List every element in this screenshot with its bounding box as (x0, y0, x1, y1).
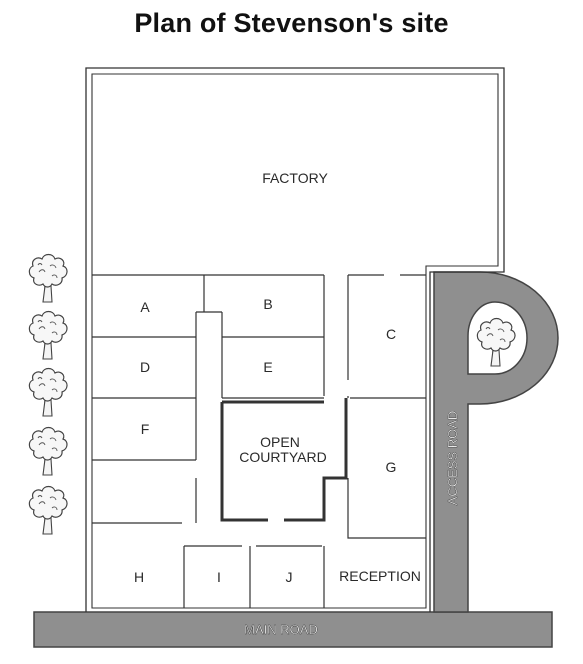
room-e-label: E (263, 359, 272, 375)
courtyard-label-line1: OPEN (260, 434, 300, 450)
access-road-label: ACCESS ROAD (445, 411, 460, 506)
open-courtyard (220, 398, 348, 522)
tree-icon (28, 253, 68, 303)
room-d-label: D (140, 359, 150, 375)
tree-icon (28, 310, 68, 360)
tree-icon (28, 485, 68, 535)
room-f-label: F (141, 421, 150, 437)
right-block (347, 275, 426, 539)
room-i-label: I (217, 569, 221, 585)
tree-icon (28, 426, 68, 476)
room-c-label: C (386, 326, 396, 342)
room-j-label: J (286, 569, 293, 585)
courtyard-label-line2: COURTYARD (239, 449, 326, 465)
tree-icon (28, 367, 68, 417)
access-road: ACCESS ROAD (433, 271, 559, 613)
page-title: Plan of Stevenson's site (134, 8, 449, 38)
reception-label: RECEPTION (339, 568, 421, 584)
left-block (92, 275, 325, 524)
main-road-label: MAIN ROAD (244, 622, 318, 637)
room-h-label: H (134, 569, 144, 585)
bottom-block (183, 545, 325, 608)
room-g-label: G (386, 459, 397, 475)
main-road: MAIN ROAD (33, 611, 553, 648)
room-b-label: B (263, 296, 272, 312)
room-a-label: A (140, 299, 150, 315)
factory-label: FACTORY (262, 170, 328, 186)
site-boundary (85, 67, 505, 612)
